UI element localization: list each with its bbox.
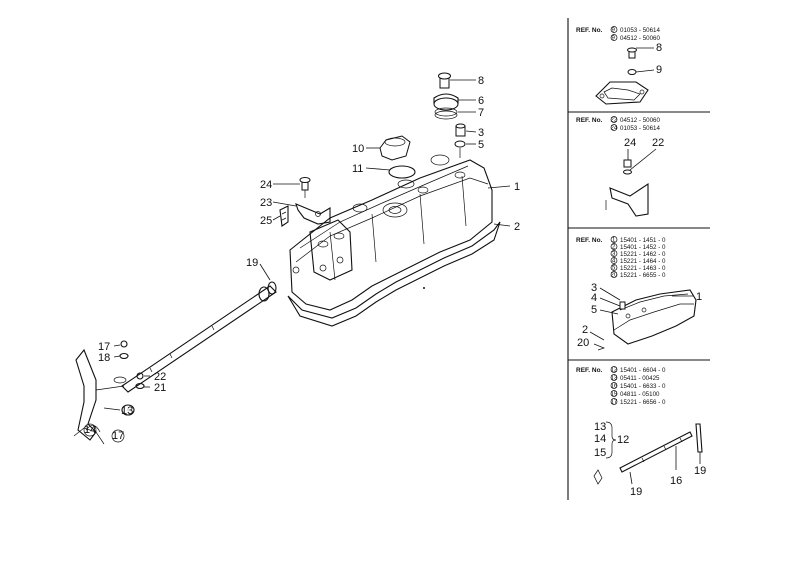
ref-num: 16 [611,384,618,390]
panel4-callout-19: 19 [630,486,642,498]
ref-label: REF. No. [576,367,603,374]
ref-num: 2 [612,245,616,251]
panel4-callout-16: 16 [670,475,682,487]
panel4-callout-19b: 19 [694,465,706,477]
ref-num: 4 [612,259,616,265]
breather-cap [379,135,416,189]
callout-18: 18 [98,352,110,364]
ref-code: 01053 - 50614 [620,27,660,34]
callout-19: 19 [246,257,258,269]
callout-7: 7 [478,107,484,119]
valve-cover [289,154,493,311]
ref-num: 5 [612,266,616,272]
callout-17: 17 [98,341,110,353]
oil-filler-cap [433,72,459,120]
panel3-callout-2: 2 [582,324,588,336]
panel3-callout-20: 20 [577,337,589,349]
ref-num: 13 [611,376,618,382]
panel4-callout-14: 14 [594,433,606,445]
ref-code: 15221 - 1462 - 0 [620,251,666,258]
callout-1: 1 [514,181,520,193]
ref-code: 15401 - 1452 - 0 [620,244,666,251]
panel1-callout-8: 8 [656,42,662,54]
ref-code: 04811 - 05100 [620,391,660,398]
ref-panel-4: REF. No. 12 15401 - 6604 - 0 13 05411 - … [576,366,706,498]
callout-21: 21 [154,382,166,394]
ref-panel-2: REF. No. 22 04512 - 50060 24 01053 - 506… [576,116,664,217]
panel1-callout-9: 9 [656,64,662,76]
ref-code: 15401 - 6633 - 0 [620,383,666,390]
callout-25: 25 [260,215,272,227]
ref-label: REF. No. [576,237,603,244]
callout-8: 8 [478,75,484,87]
callout-13: 13 [121,405,133,417]
control-shaft [73,281,277,445]
ref-num: 3 [612,252,616,258]
ref-panel-3: REF. No. 1 15401 - 1451 - 0 2 15401 - 14… [576,236,702,351]
cap-nut [454,123,466,158]
ref-num: 20 [611,273,618,279]
panel3-callout-5: 5 [591,304,597,316]
panel4-callout-15: 15 [594,447,606,459]
callout-14: 14 [84,424,96,436]
callout-23: 23 [260,197,272,209]
callout-3: 3 [478,127,484,139]
callout-24: 24 [260,179,272,191]
ref-code: 01053 - 50614 [620,125,660,132]
ref-num: 17 [611,400,618,406]
ref-label: REF. No. [576,27,603,34]
ref-num: 1 [612,238,616,244]
callout-10: 10 [352,143,364,155]
callout-17-circled: 17 [112,430,124,442]
panel4-callout-12: 12 [617,434,629,446]
gasket [287,221,501,327]
panel4-callout-13: 13 [594,421,606,433]
panel3-callout-3: 3 [591,282,597,294]
panel3-callout-4: 4 [591,292,597,304]
ref-code: 15401 - 6604 - 0 [620,367,666,374]
ref-code: 05411 - 00425 [620,375,660,382]
dot-mark [423,287,425,289]
ref-code: 15401 - 1451 - 0 [620,237,666,244]
ref-panel-1: REF. No. 9 01053 - 50614 9 04512 - 50060… [576,26,662,105]
ref-code: 15221 - 6655 - 0 [620,272,666,279]
main-callouts: 1 2 3 5 6 7 8 10 11 19 24 23 25 17 18 22… [83,75,520,443]
ref-code: 15221 - 1464 - 0 [620,258,666,265]
callout-11: 11 [352,163,363,175]
reference-panels: REF. No. 9 01053 - 50614 9 04512 - 50060… [567,18,710,500]
ref-code: 15221 - 6656 - 0 [620,399,666,406]
ref-num: 12 [611,368,618,374]
ref-num: 19 [611,392,618,398]
ref-code: 04512 - 50060 [620,35,660,42]
callout-22: 22 [154,371,166,383]
ref-num: 24 [611,126,618,132]
ref-num: 9 [612,36,616,42]
callout-5: 5 [478,139,484,151]
ref-num: 9 [612,28,616,34]
panel3-callout-1: 1 [696,291,702,303]
callout-2: 2 [514,221,520,233]
panel2-callout-24: 24 [624,137,636,149]
ref-code: 15221 - 1463 - 0 [620,265,666,272]
ref-label: REF. No. [576,117,603,124]
callout-6: 6 [478,95,484,107]
ref-num: 22 [611,118,618,124]
panel2-callout-22: 22 [652,137,664,149]
main-exploded-view: 1 2 3 5 6 7 8 10 11 19 24 23 25 17 18 22… [73,72,520,445]
bracket-assembly [279,177,331,227]
ref-code: 04512 - 50060 [620,117,660,124]
leader-lines [103,79,511,411]
